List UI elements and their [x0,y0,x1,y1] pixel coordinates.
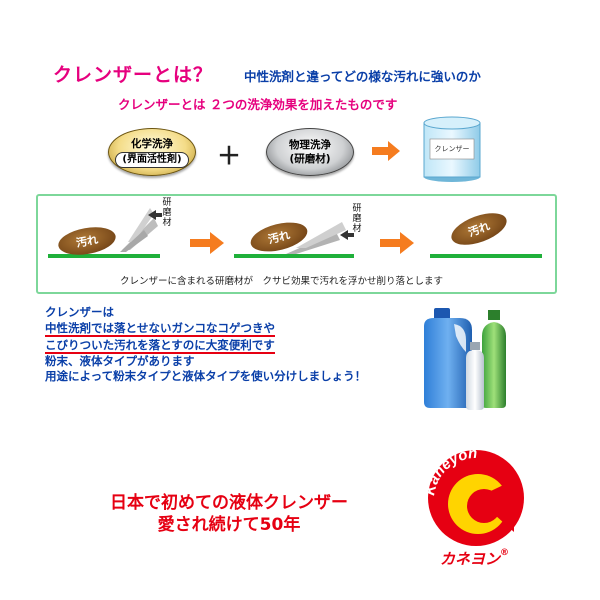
abrasive-callout-1: 研磨材 [162,198,172,228]
slogan: 日本で初めての液体クレンザー 愛され続けて50年 [110,492,348,536]
physical-cleaning-badge: 物理洗浄 (研磨材) [266,128,354,176]
physical-cleaning-label: 物理洗浄 [289,139,331,151]
logo-katakana: カネヨン® [440,548,509,569]
slogan-line-2: 愛され続けて50年 [157,515,301,535]
description-line-3: こびりついた汚れを落とすのに大変便利です [45,338,275,354]
registered-mark: ® [500,548,510,558]
description-block: クレンザーは 中性洗剤では落とせないガンコなコゲつきや こびりついた汚れを落とす… [45,305,366,385]
plus-sign: ＋ [217,142,241,170]
cleanser-container: クレンザー [420,115,484,183]
orange-arrow-icon-3 [380,232,414,254]
page-title: クレンザーとは？ [53,64,214,86]
page-subtitle: 中性洗剤と違ってどの様な汚れに強いのか [244,69,481,84]
cleanser-can-icon [423,116,481,182]
surface-line-2 [234,254,354,258]
mechanism-caption: クレンザーに含まれる研磨材が クサビ効果で汚れを浮かせ削り落とします [120,276,444,287]
description-line-1: クレンザーは [45,305,114,319]
chemical-cleaning-badge: 化学洗浄 (界面活性剤) [108,128,196,176]
surface-line-3 [430,254,542,258]
pointer-arrow-icon-1 [148,210,162,220]
lead-text: クレンザーとは ２つの洗浄効果を加えたものです [118,97,398,112]
abrasive-wedge-icon-2 [286,222,346,254]
kaneyon-logo: Kaneyon [421,445,524,546]
description-line-4: 粉末、液体タイプがあります [45,353,195,368]
cleanser-can-label: クレンザー [434,145,470,153]
detergent-bottles-illustration [424,308,506,410]
orange-arrow-icon [372,141,400,161]
pointer-arrow-icon-2 [340,230,354,240]
abrasive-material-label: (研磨材) [289,153,331,165]
slogan-line-1: 日本で初めての液体クレンザー [110,493,348,513]
logo-katakana-text: カネヨン [440,550,501,568]
orange-arrow-icon-2 [190,232,224,254]
description-line-2: 中性洗剤では落とせないガンコなコゲつきや [45,320,275,337]
surfactant-label: (界面活性剤) [115,151,189,168]
abrasive-callout-2: 研磨材 [352,204,362,234]
surface-line-1 [48,254,160,258]
abrasive-wedge-icon-1 [120,208,158,252]
description-line-5: 用途によって粉末タイプと液体タイプを使い分けしましょう！ [45,369,367,383]
chemical-cleaning-label: 化学洗浄 [131,137,173,150]
